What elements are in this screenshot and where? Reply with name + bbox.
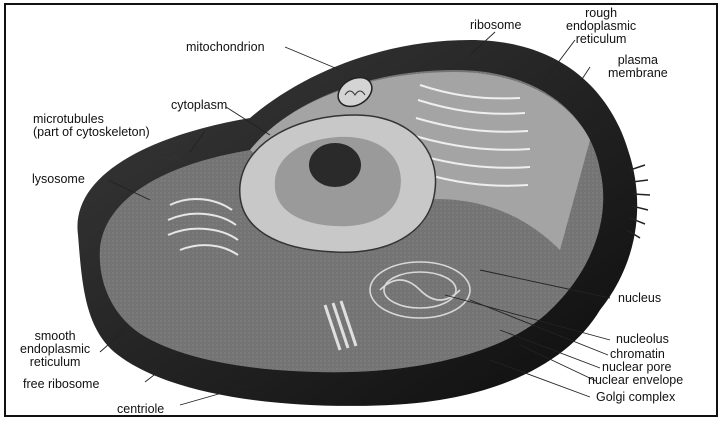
label-cytoplasm: cytoplasm bbox=[171, 99, 227, 112]
label-nucleolus: nucleolus bbox=[616, 333, 669, 346]
label-ribosome: ribosome bbox=[470, 19, 521, 32]
label-nucleus: nucleus bbox=[618, 292, 661, 305]
label-golgi-complex: Golgi complex bbox=[596, 391, 675, 404]
label-nuclear-envelope: nuclear envelope bbox=[588, 374, 683, 387]
label-smooth-er: smooth endoplasmic reticulum bbox=[20, 330, 90, 369]
label-plasma-membrane: plasma membrane bbox=[608, 54, 668, 80]
nucleolus-shape bbox=[309, 143, 361, 187]
label-microtubules: microtubules (part of cytoskeleton) bbox=[33, 113, 150, 139]
label-rough-er: rough endoplasmic reticulum bbox=[566, 7, 636, 46]
label-centriole: centriole bbox=[117, 403, 164, 416]
label-lysosome: lysosome bbox=[32, 173, 85, 186]
label-mitochondrion: mitochondrion bbox=[186, 41, 265, 54]
label-free-ribosome: free ribosome bbox=[23, 378, 99, 391]
